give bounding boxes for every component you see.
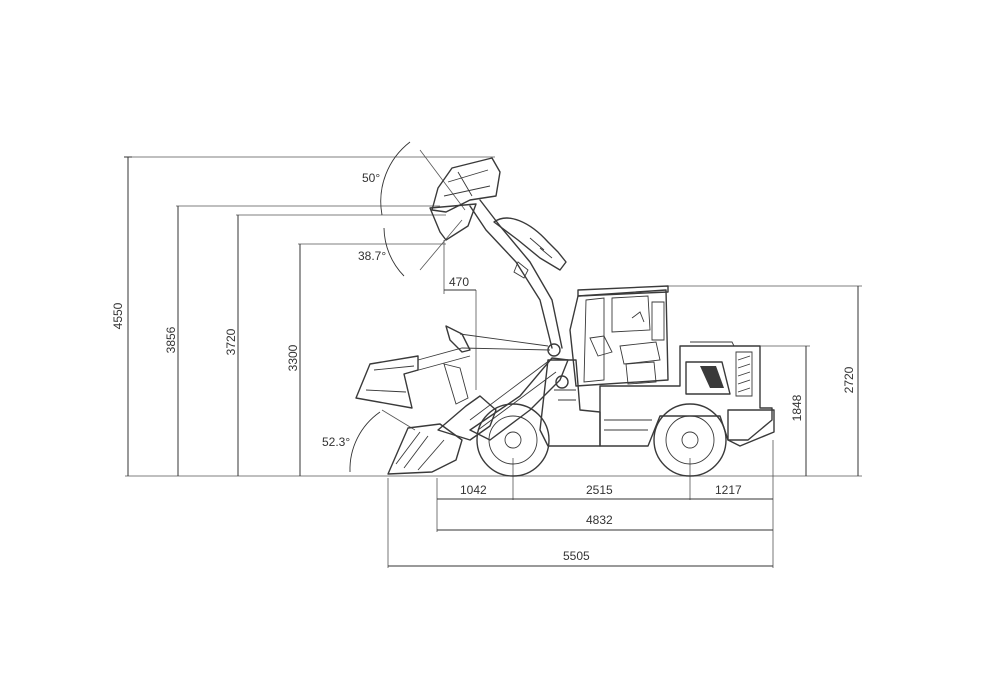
raised-bucket-top: [431, 157, 501, 213]
label-3856: 3856: [164, 326, 178, 353]
mid-bucket: [355, 325, 551, 409]
angle-38-7-arc: 38.7°: [358, 219, 463, 277]
reach-dimension-470: 470: [443, 240, 477, 390]
front-wheel: [476, 403, 550, 477]
height-dimension-3856: 3856: [164, 205, 440, 476]
rear-wheel: [653, 403, 727, 477]
label-3300: 3300: [286, 344, 300, 371]
dimension-2515: 2515: [513, 483, 690, 500]
height-dimension-2720: 2720: [668, 285, 862, 476]
label-2515: 2515: [586, 483, 613, 497]
label-2720: 2720: [842, 366, 856, 393]
ground-bucket: [387, 359, 557, 475]
height-dimension-3720: 3720: [224, 214, 446, 476]
label-angle-52-3: 52.3°: [322, 435, 350, 449]
lowered-lift-arm: [469, 343, 569, 441]
label-4550: 4550: [111, 302, 125, 329]
dimension-1042: 1042: [437, 483, 513, 500]
label-470: 470: [449, 275, 469, 289]
label-5505: 5505: [563, 549, 590, 563]
wheel-loader-illustration: [355, 157, 775, 477]
label-3720: 3720: [224, 328, 238, 355]
raised-bucket-dumping: [429, 203, 477, 241]
raised-boom: [469, 199, 567, 349]
dimension-4832: 4832: [437, 513, 773, 531]
label-angle-38-7: 38.7°: [358, 249, 386, 263]
label-1848: 1848: [790, 394, 804, 421]
angle-52-3-arc: 52.3°: [322, 409, 416, 473]
rear-chassis: [599, 341, 773, 447]
height-dimension-4550: 4550: [111, 156, 495, 476]
bottom-dimension-extension-lines: [387, 440, 774, 568]
operator-cab: [569, 285, 669, 387]
dimension-5505: 5505: [388, 549, 773, 567]
dimension-1217: 1217: [690, 483, 773, 500]
height-dimension-1848: 1848: [760, 345, 810, 476]
counterweight: [727, 409, 775, 447]
label-4832: 4832: [586, 513, 613, 527]
label-angle-50: 50°: [362, 171, 380, 185]
label-1217: 1217: [715, 483, 742, 497]
height-dimension-3300: 3300: [286, 243, 446, 476]
angle-50-arc: 50°: [362, 141, 466, 216]
label-1042: 1042: [460, 483, 487, 497]
